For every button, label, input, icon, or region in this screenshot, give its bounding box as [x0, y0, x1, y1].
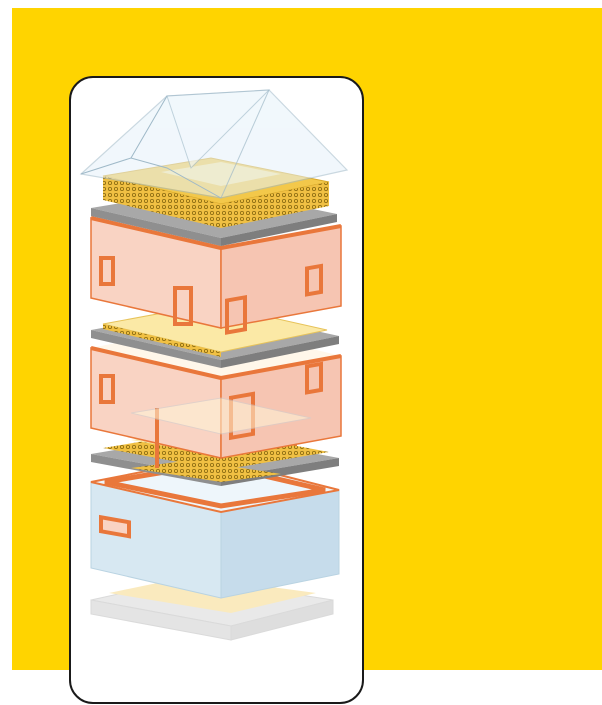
house-diagram-card: [69, 76, 364, 704]
exploded-house-diagram: [71, 78, 362, 702]
panel-corner-cutout: [432, 670, 602, 705]
